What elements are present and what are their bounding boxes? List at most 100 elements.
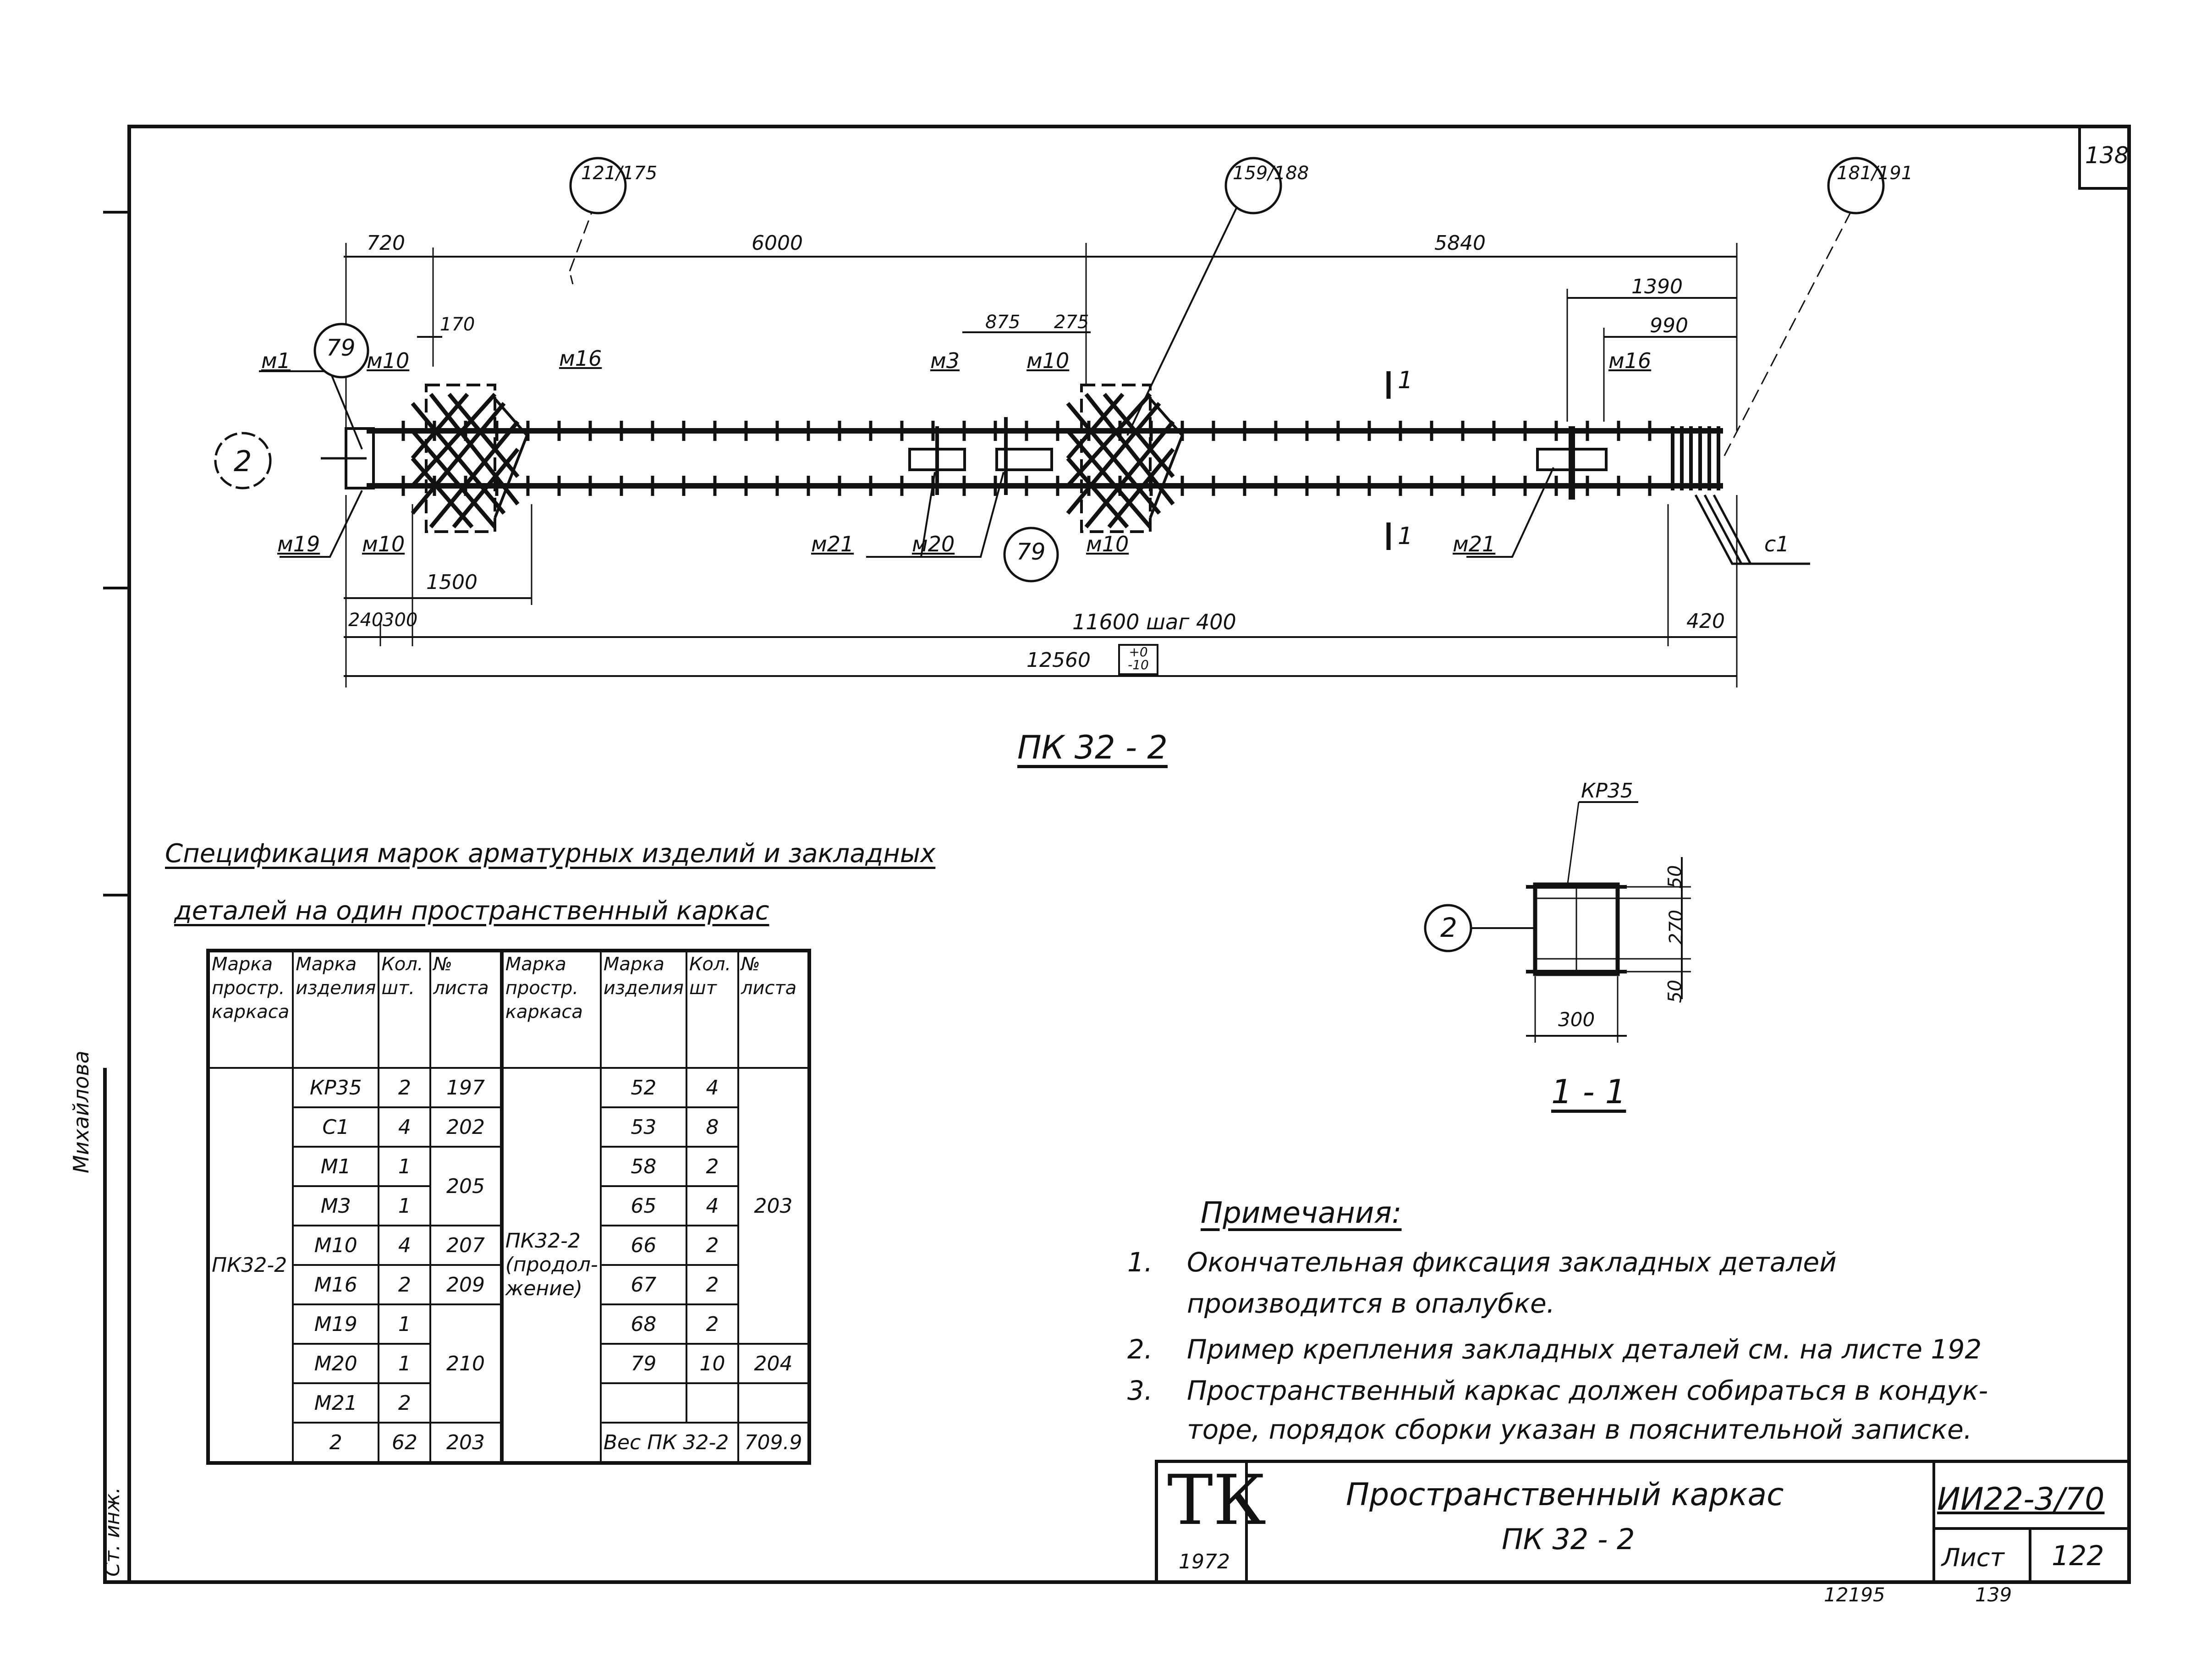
side-stamp-name: Михайлова [69, 1050, 93, 1173]
mark-m10-top-mid: м10 [1026, 348, 1070, 373]
spec-cell: 2 [685, 1225, 739, 1266]
dim-720: 720 [367, 231, 405, 255]
section-dim-50-bottom: 50 [1664, 979, 1686, 1003]
spec-cell: 8 [685, 1106, 739, 1148]
table-row: 2 62 203 Вес ПК 32-2 709.9 [208, 1422, 811, 1464]
spec-right-merged-sheet: 203 [737, 1067, 811, 1345]
spec-cell: 65 [599, 1185, 687, 1226]
spec-cell: 62 [378, 1422, 432, 1464]
spec-cell: 58 [599, 1146, 687, 1187]
spec-cell: КР35 [292, 1067, 380, 1108]
spec-cell: 2 [378, 1382, 432, 1424]
spec-cell: 4 [378, 1225, 432, 1266]
bottom-number-right: 139 [1975, 1584, 2012, 1606]
frame-bottom-line [103, 1580, 2131, 1584]
stamp-sheet-label: Лист [1942, 1543, 2004, 1572]
note-2-line1: Пример крепления закладных деталей см. н… [1187, 1334, 1982, 1365]
spec-cell [685, 1382, 739, 1424]
section-dim-270: 270 [1666, 909, 1687, 945]
sheet-number-box [2078, 128, 2130, 190]
spec-cell: М20 [292, 1343, 380, 1384]
spec-header: Марка простр. каркаса [207, 950, 294, 1069]
spec-cell: 68 [599, 1303, 687, 1345]
spec-cell: 2 [378, 1264, 432, 1305]
table-row: ПК32-2 КР35 2 197 ПК32-2 (продол-жение) … [207, 1067, 811, 1464]
spec-cell: 207 [429, 1225, 504, 1266]
spec-cell: 1 [378, 1146, 432, 1187]
spec-cell: 1 [378, 1185, 432, 1226]
mark-m10-bottom-left: м10 [362, 532, 405, 556]
stamp-code-cell [1932, 1463, 2133, 1584]
table-row: М3 1 65 4 [208, 1185, 809, 1226]
spec-cell: 203 [429, 1422, 504, 1464]
spec-cell: 67 [599, 1264, 687, 1305]
spec-header: Марка изделия [599, 950, 687, 1069]
spec-cell: 2 [685, 1146, 739, 1187]
mark-m10-bottom-mid: м10 [1086, 532, 1129, 556]
spec-cell: 79 [599, 1343, 687, 1384]
spec-header: Кол. шт [685, 950, 739, 1069]
table-row: М21 2 [208, 1382, 811, 1424]
sheet-number-top: 138 [2085, 142, 2129, 169]
table-row: С1 4 202 53 8 [208, 1106, 809, 1148]
dim-12560: 12560 [1026, 649, 1091, 672]
mark-m1: м1 [261, 348, 291, 373]
spec-header: Марка простр. каркаса [500, 950, 602, 1069]
spec-cell: 10 [685, 1343, 739, 1384]
spec-cell: 197 [429, 1067, 504, 1108]
spec-cell: 2 [292, 1422, 380, 1464]
frame-left-line [127, 125, 131, 1584]
title-stamp: ТК 1972 Пространственный каркас ПК 32 - … [1155, 1460, 2130, 1584]
spec-cell: 53 [599, 1106, 687, 1148]
mark-m16-left: м16 [559, 346, 602, 371]
mark-m3: м3 [930, 348, 960, 373]
stamp-sheet-number: 122 [2052, 1540, 2104, 1572]
mark-m16-right: м16 [1608, 348, 1652, 373]
mark-m21-left: м21 [811, 532, 854, 556]
spec-cell: 52 [599, 1067, 687, 1108]
spec-cell: 66 [599, 1225, 687, 1266]
frame-right-line [2127, 125, 2131, 1584]
spec-cell: 204 [737, 1343, 811, 1384]
dim-420: 420 [1686, 610, 1725, 633]
side-stamp-line-2 [103, 211, 128, 214]
spec-cell: М19 [292, 1303, 380, 1345]
spec-table: Марка простр. каркаса Марка изделия Кол.… [206, 949, 811, 1465]
spec-cell: М1 [292, 1146, 380, 1187]
note-1-line1: Окончательная фиксация закладных деталей [1187, 1247, 1837, 1278]
circle-ref-1-text: 121/175 [581, 163, 658, 184]
stamp-title2: ПК 32 - 2 [1502, 1523, 1635, 1556]
circle-ref-2-text: 159/188 [1233, 163, 1309, 184]
spec-cell [599, 1382, 687, 1424]
dim-6000: 6000 [752, 231, 803, 255]
spec-header: № листа [737, 950, 811, 1069]
spec-cell: 1 [378, 1303, 432, 1345]
table-row: М10 4 207 66 2 [208, 1225, 809, 1266]
spec-cell: 1 [378, 1343, 432, 1384]
circle-ref-3-text: 181/191 [1837, 163, 1913, 184]
stamp-sheet-row [1932, 1527, 2130, 1530]
dim-990: 990 [1650, 314, 1688, 337]
spec-cell: М16 [292, 1264, 380, 1305]
spec-weight-value: 709.9 [737, 1422, 811, 1464]
section-drawing [1424, 801, 1691, 1043]
side-stamp-line [103, 1068, 107, 1581]
stamp-year: 1972 [1179, 1550, 1230, 1573]
table-row: М1 1 205 58 2 [208, 1146, 809, 1226]
dim-875: 875 [985, 312, 1021, 333]
dim-170: 170 [440, 314, 475, 335]
spec-title-line2: деталей на один пространственный каркас [174, 896, 769, 926]
spec-cell: 4 [685, 1067, 739, 1108]
spec-cell: 2 [685, 1303, 739, 1345]
note-1-line2: производится в опалубке. [1187, 1288, 1555, 1319]
side-stamp-role: Ст. инж. [101, 1487, 124, 1577]
drawing-title: ПК 32 - 2 [1017, 729, 1168, 766]
tolerance-minus: -10 [1128, 657, 1149, 672]
circle-2-left-text: 2 [234, 445, 252, 478]
spec-cell: М21 [292, 1382, 380, 1424]
table-row: М20 1 79 10 204 [208, 1343, 811, 1384]
cage-drawing [214, 157, 1885, 687]
mark-c1: с1 [1764, 532, 1789, 556]
note-2-number: 2. [1127, 1334, 1153, 1365]
mark-m21-right: м21 [1453, 532, 1496, 556]
